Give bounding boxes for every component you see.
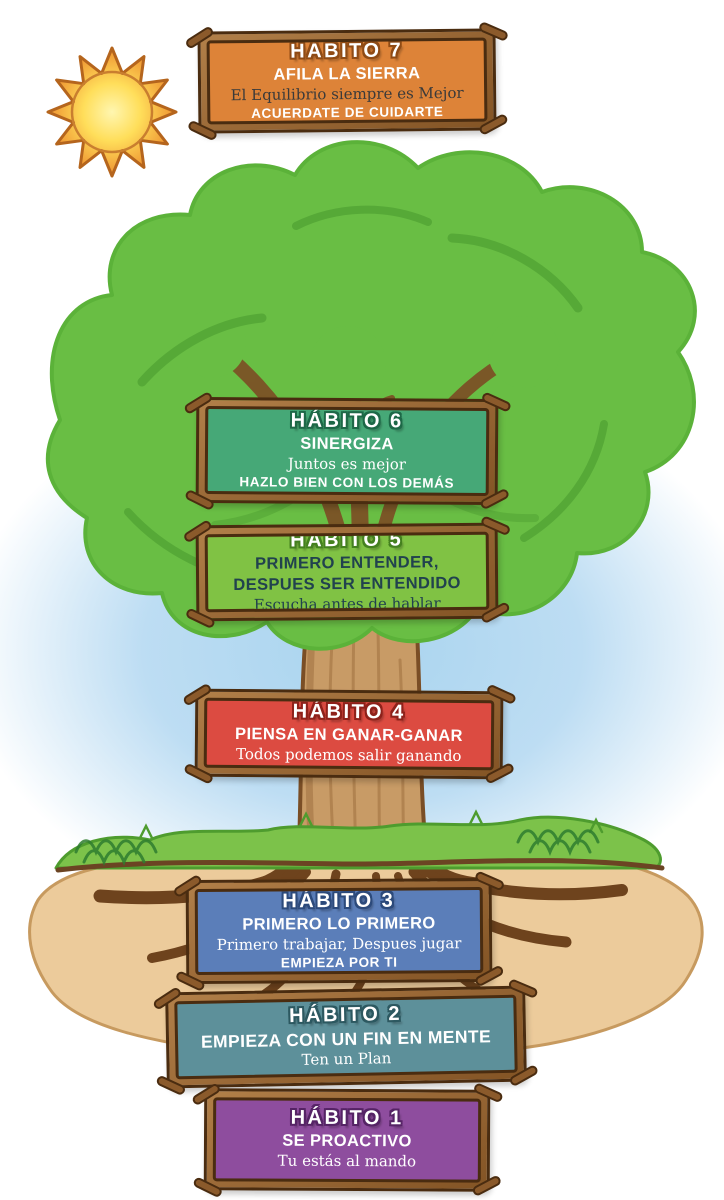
grass-scribbles [74, 829, 600, 867]
habit-7-title: HÁBITO 7 [290, 39, 404, 63]
foliage-scribbles [124, 205, 608, 586]
habit-3-board: HÁBITO 3 PRIMERO LO PRIMERO Primero trab… [194, 886, 484, 976]
habit-2-motto: Ten un Plan [301, 1049, 392, 1069]
habit-7-action: ACUERDATE DE CUIDARTE [251, 103, 444, 121]
habit-2-title: HÁBITO 2 [288, 1002, 403, 1027]
habit-3-title: HÁBITO 3 [282, 889, 396, 913]
habit-5-motto: Escucha antes de hablar [253, 594, 441, 613]
habit-5-title: HÁBITO 5 [290, 531, 404, 552]
habit-1-title: HÁBITO 1 [290, 1107, 404, 1130]
habit-7-sign: HÁBITO 7 AFILA LA SIERRA El Equilibrio s… [184, 20, 510, 142]
sun-icon [46, 46, 178, 178]
habit-5-board: HÁBITO 5 PRIMERO ENTENDER, DESPUES SER E… [204, 531, 490, 613]
grass [54, 809, 665, 873]
habit-7-name: AFILA LA SIERRA [273, 63, 421, 84]
ground-line [55, 858, 665, 873]
habit-1-sign: HÁBITO 1 SE PROACTIVO Tu estás al mando [190, 1082, 504, 1199]
habit-1-motto: Tu estás al mando [277, 1151, 417, 1171]
habit-2-sign: HÁBITO 2 EMPIEZA CON UN FIN EN MENTE Ten… [151, 978, 540, 1097]
habit-6-action: HAZLO BIEN CON LOS DEMÁS [239, 474, 455, 491]
habit-6-board: HÁBITO 6 SINERGIZA Juntos es mejor HAZLO… [204, 406, 490, 496]
habit-6-motto: Juntos es mejor [287, 454, 407, 474]
habit-5-sign: HÁBITO 5 PRIMERO ENTENDER, DESPUES SER E… [182, 515, 512, 630]
habit-4-board: HÁBITO 4 PIENSA EN GANAR-GANAR Todos pod… [203, 697, 495, 771]
habit-1-name: SE PROACTIVO [282, 1132, 412, 1151]
habit-6-title: HÁBITO 6 [290, 409, 404, 433]
habit-3-name: PRIMERO LO PRIMERO [242, 913, 436, 934]
habit-4-motto: Todos podemos salir ganando [236, 745, 462, 766]
habit-4-title: HÁBITO 4 [292, 700, 406, 724]
habit-2-board: HÁBITO 2 EMPIEZA CON UN FIN EN MENTE Ten… [174, 994, 518, 1080]
habit-6-sign: HÁBITO 6 SINERGIZA Juntos es mejor HAZLO… [182, 390, 513, 512]
habit-3-action: EMPIEZA POR TI [280, 954, 398, 971]
habit-5-name-1: PRIMERO ENTENDER, [254, 553, 439, 573]
habit-3-motto: Primero trabajar, Despues jugar [216, 933, 462, 954]
habit-6-name: SINERGIZA [300, 434, 394, 453]
habit-3-sign: HÁBITO 3 PRIMERO LO PRIMERO Primero trab… [172, 870, 506, 993]
habit-7-board: HÁBITO 7 AFILA LA SIERRA El Equilibrio s… [206, 37, 488, 125]
habit-1-board: HÁBITO 1 SE PROACTIVO Tu estás al mando [212, 1097, 482, 1183]
habit-5-name-2: DESPUES SER ENTENDIDO [233, 573, 461, 594]
habit-4-sign: HÁBITO 4 PIENSA EN GANAR-GANAR Todos pod… [181, 682, 518, 785]
habit-7-motto: El Equilibrio siempre es Mejor [230, 83, 464, 104]
habit-4-name: PIENSA EN GANAR-GANAR [235, 725, 463, 746]
